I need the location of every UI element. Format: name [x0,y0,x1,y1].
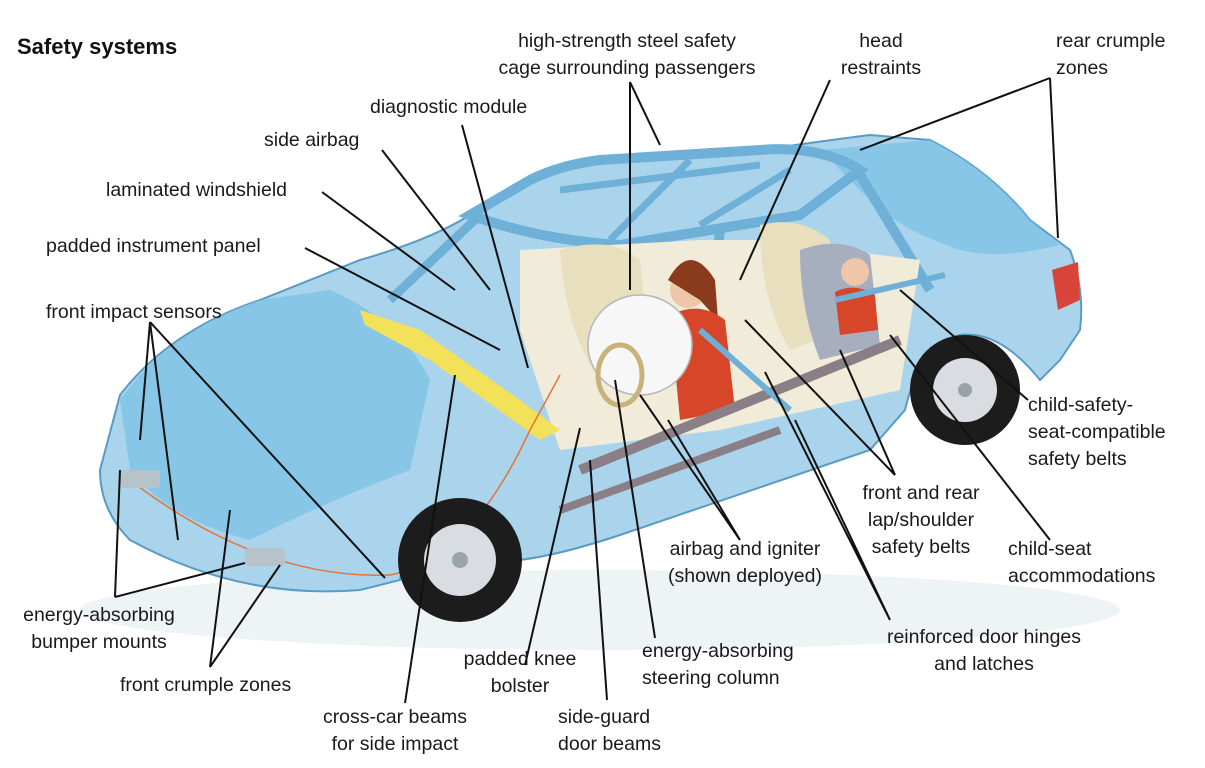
leader-line [639,394,741,541]
label-head-restraints: head restraints [840,30,922,79]
label-high-strength-cage: high-strength steel safety cage surround… [498,30,756,79]
label-padded-knee-bolster: padded knee bolster [463,648,577,697]
leader-line [209,509,281,668]
leader-line [764,371,891,621]
knee-bolster [360,310,560,440]
label-front-rear-lap-belts: front and rear lap/shoulder safety belts [862,482,980,558]
leader-line [629,81,661,290]
rear-deck [820,140,1060,254]
bumper-mount [120,470,160,488]
child-head [841,258,869,286]
label-side-airbag: side airbag [264,129,360,151]
leader-line [321,191,456,291]
label-energy-absorbing-steering-column: energy-absorbing steering column [642,640,794,689]
leader-line [461,124,529,369]
label-reinforced-door-hinges: reinforced door hinges and latches [886,626,1082,675]
leader-line [304,247,501,351]
leader-line [614,379,656,639]
seat-belt [698,327,792,413]
diagram-title: Safety systems [17,34,178,59]
roof-crossbar [698,167,792,228]
roof-cage [458,144,869,251]
sensor-wiring [129,374,561,576]
roof-crossbar [559,161,761,194]
steering-wheel [595,342,645,408]
label-child-seat-accommodations: child-seat accommodations [1008,538,1156,587]
cross-car-beam [578,335,902,475]
bumper-mount [245,548,285,566]
tail-light [1052,262,1080,310]
label-cross-car-beams: cross-car beams for side impact [322,706,468,755]
seat-belt [834,272,946,303]
leader-line [889,334,1051,541]
driver-hair [668,260,718,320]
leader-line [524,427,581,666]
leader-line [139,321,386,579]
leader-lines [114,77,1059,704]
side-guard-beam [558,426,782,514]
front-wheel [398,498,522,622]
leader-line [859,77,1059,239]
leader-line [744,319,896,476]
label-side-guard-door-beams: side-guard door beams [558,706,661,755]
label-laminated-windshield: laminated windshield [106,179,288,201]
leader-line [899,289,1029,401]
leader-line [739,79,831,281]
label-padded-instrument-panel: padded instrument panel [46,235,261,257]
leader-line [381,149,491,291]
leader-line [589,459,608,701]
label-front-impact-sensors: front impact sensors [46,301,222,323]
a-pillar [386,211,484,304]
rear-wheel [910,335,1020,445]
label-child-safety-seat-belts: child-safety- seat-compatible safety bel… [1028,394,1166,470]
label-airbag-igniter: airbag and igniter (shown deployed) [668,538,822,587]
label-front-crumple-zones: front crumple zones [120,674,292,696]
leader-line [404,374,456,704]
hood [120,290,430,540]
label-energy-absorbing-bumper-mounts: energy-absorbing bumper mounts [23,604,175,653]
label-rear-crumple-zones: rear crumple zones [1056,30,1166,79]
label-diagnostic-module: diagnostic module [370,96,528,118]
roof-crossbar [607,157,693,243]
